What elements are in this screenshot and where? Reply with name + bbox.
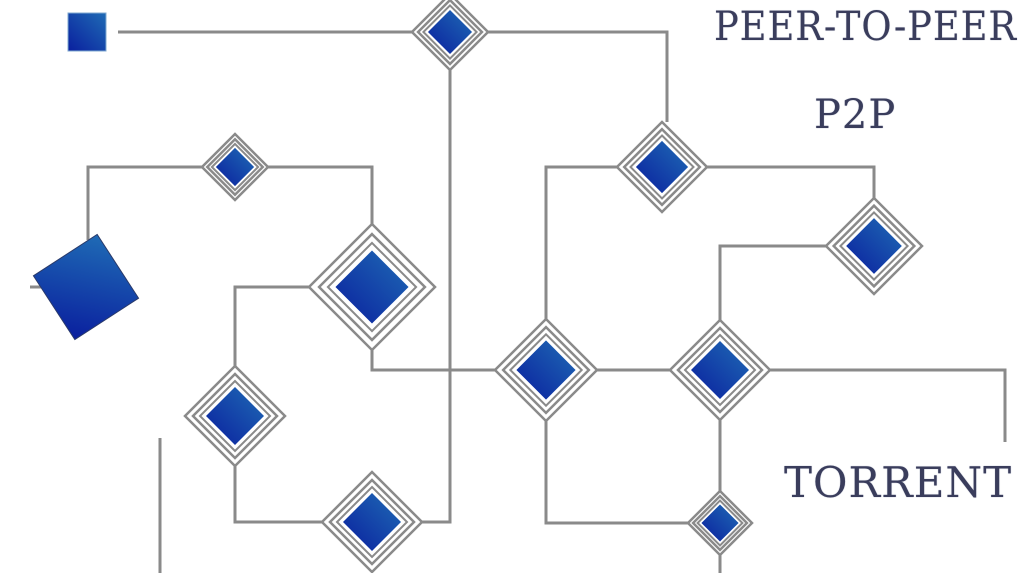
connection-line (718, 244, 826, 320)
connection-line (770, 368, 1007, 442)
connection-line (370, 350, 495, 372)
connection-lines (30, 30, 1007, 573)
peer-nodes (32, 0, 924, 573)
peer-node-icon (200, 132, 270, 202)
peer-node-icon (183, 364, 287, 468)
connection-line (488, 30, 669, 122)
peer-node-icon (686, 489, 754, 557)
peer-node-icon (32, 233, 140, 341)
torrent-label: TORRENT (784, 458, 1013, 507)
connection-line (233, 285, 309, 366)
connection-line (544, 165, 617, 319)
peer-node-icon (824, 196, 924, 296)
connection-line (268, 165, 374, 224)
peer-node-icon (320, 470, 424, 573)
p2p-label: P2P (814, 92, 897, 138)
peer-to-peer-label: PEER-TO-PEER (714, 4, 1018, 50)
peer-node-icon (307, 222, 437, 352)
connection-line (422, 70, 452, 524)
connection-line (86, 165, 202, 240)
connection-line (707, 165, 876, 198)
connection-line (233, 466, 322, 524)
peer-node-icon (493, 317, 599, 423)
peer-node-icon (668, 318, 772, 422)
connection-line (544, 421, 688, 525)
peer-node-icon (67, 12, 107, 52)
peer-node-icon (615, 120, 709, 214)
peer-node-icon (410, 0, 490, 72)
